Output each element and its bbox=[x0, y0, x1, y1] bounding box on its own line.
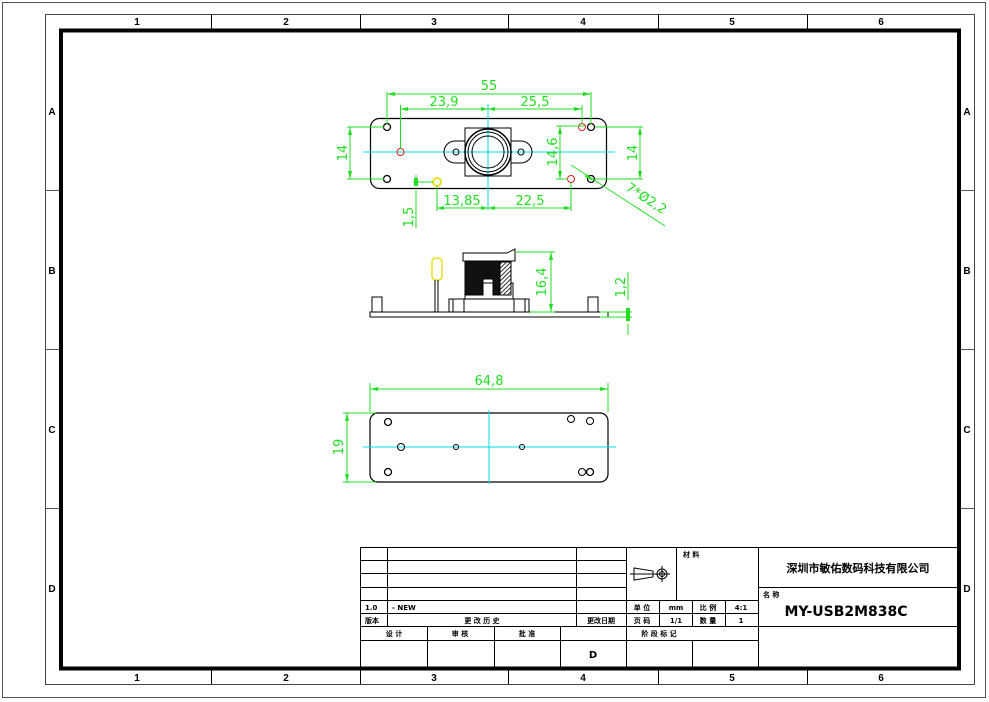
led-body bbox=[431, 257, 443, 281]
qty-label: 数 量 bbox=[700, 616, 716, 625]
dim-led-offset: 1,5 bbox=[402, 207, 417, 228]
row-label: D bbox=[48, 584, 55, 595]
dim-overall-width: 55 bbox=[481, 79, 498, 94]
column-label: 6 bbox=[878, 17, 884, 28]
approve-label: 批 准 bbox=[519, 629, 535, 638]
page-label: 页 码 bbox=[634, 617, 650, 625]
top-view-dimension-labels: 55 23,9 25,5 14 14 14,6 1,5 13,85 22,5 7… bbox=[336, 79, 669, 227]
material-label: 材 料 bbox=[682, 550, 699, 559]
bottom-holes bbox=[383, 415, 595, 477]
column-label: 1 bbox=[134, 17, 140, 28]
mounting-hole-icon bbox=[586, 122, 596, 132]
dim-right-offset: 25,5 bbox=[521, 95, 550, 110]
column-label: 2 bbox=[283, 17, 289, 28]
date-label: 更改日期 bbox=[587, 616, 615, 625]
change-value: - NEW bbox=[392, 604, 416, 612]
dim-lens-height: 16,4 bbox=[535, 268, 550, 297]
lens-thread-hatch bbox=[499, 261, 512, 296]
holder-base bbox=[448, 298, 530, 313]
lens-barrel bbox=[464, 128, 512, 176]
dim-inner-height: 14,6 bbox=[546, 138, 561, 167]
standoff-left bbox=[371, 296, 383, 313]
column-label: 1 bbox=[134, 673, 140, 684]
name-label: 名 称 bbox=[763, 590, 779, 599]
lens-cap bbox=[462, 248, 516, 262]
title-block: 1.0 - NEW 版本 更 改 历 史 更改日期 材 料 单 位 mm 比 例… bbox=[360, 547, 960, 669]
stage-value: D bbox=[589, 650, 597, 661]
row-label: A bbox=[48, 107, 55, 118]
part-name: MY-USB2M838C bbox=[784, 604, 907, 620]
review-label: 审 核 bbox=[452, 629, 468, 638]
screw-hole-icon bbox=[517, 148, 525, 156]
scale-label: 比 例 bbox=[700, 603, 716, 612]
dim-center-to-hole: 22,5 bbox=[516, 194, 545, 209]
row-label: D bbox=[963, 584, 970, 595]
screw-hole-icon bbox=[452, 148, 460, 156]
red-hole-icon bbox=[567, 175, 575, 183]
column-dividers bbox=[211, 14, 808, 684]
unit-label: 单 位 bbox=[634, 603, 650, 612]
qty-value: 1 bbox=[739, 617, 744, 625]
side-view-arrows bbox=[549, 252, 630, 321]
row-label: C bbox=[963, 425, 970, 436]
column-label: 3 bbox=[431, 17, 437, 28]
mount-ear-left bbox=[443, 140, 465, 164]
column-label: 4 bbox=[580, 17, 586, 28]
column-label: 5 bbox=[729, 17, 735, 28]
company-name: 深圳市敏佑数码科技有限公司 bbox=[787, 561, 930, 575]
dim-left-height: 14 bbox=[336, 145, 351, 162]
top-view-arrows bbox=[348, 92, 642, 210]
column-label: 3 bbox=[431, 673, 437, 684]
page-value: 1/1 bbox=[670, 617, 682, 625]
lens-glass bbox=[471, 135, 505, 169]
bottom-view-dimension-lines bbox=[343, 383, 609, 483]
bottom-view: 64,8 19 bbox=[332, 374, 616, 484]
lens-barrel-inner bbox=[467, 131, 509, 173]
column-label: 5 bbox=[729, 673, 735, 684]
row-label: A bbox=[963, 107, 970, 118]
column-label: 4 bbox=[580, 673, 586, 684]
projection-symbol-icon bbox=[630, 566, 670, 582]
bottom-view-dimension-labels: 64,8 19 bbox=[332, 374, 503, 455]
dim-right-height: 14 bbox=[626, 145, 641, 162]
dim-hole-callout: 7*Ø2,2 bbox=[623, 180, 669, 217]
version-value: 1.0 bbox=[365, 604, 378, 612]
side-view-dimension-labels: 16,4 1,2 bbox=[535, 268, 629, 298]
mounting-hole-icon bbox=[382, 174, 392, 184]
mounting-hole-icon bbox=[586, 174, 596, 184]
dim-overall-width-bottom: 64,8 bbox=[475, 374, 504, 389]
row-label: B bbox=[963, 266, 970, 277]
scale-value: 4:1 bbox=[735, 604, 748, 612]
row-label: C bbox=[48, 425, 55, 436]
led-icon bbox=[432, 177, 442, 187]
row-label: B bbox=[48, 266, 55, 277]
side-view: 16,4 1,2 bbox=[369, 248, 632, 335]
standoff-right bbox=[587, 296, 599, 313]
column-label: 2 bbox=[283, 673, 289, 684]
version-label: 版本 bbox=[365, 616, 379, 625]
unit-value: mm bbox=[669, 604, 684, 612]
history-label: 更 改 历 史 bbox=[464, 616, 500, 625]
pcb-profile bbox=[369, 311, 609, 318]
dim-left-offset: 23,9 bbox=[430, 95, 459, 110]
mounting-hole-icon bbox=[382, 122, 392, 132]
design-label: 设 计 bbox=[386, 629, 402, 638]
stage-label: 阶 段 标 记 bbox=[641, 629, 676, 638]
dim-overall-height-bottom: 19 bbox=[332, 439, 347, 456]
zone-border bbox=[45, 14, 975, 685]
mount-ear-right bbox=[511, 140, 533, 164]
column-label: 6 bbox=[878, 673, 884, 684]
dim-board-thickness: 1,2 bbox=[614, 277, 629, 298]
red-hole-icon bbox=[578, 123, 586, 131]
bottom-view-arrows bbox=[345, 387, 608, 482]
dim-led-to-center: 13,85 bbox=[443, 194, 480, 209]
top-view: 55 23,9 25,5 14 14 14,6 1,5 13,85 22,5 7… bbox=[336, 79, 669, 228]
row-dividers bbox=[45, 190, 975, 509]
